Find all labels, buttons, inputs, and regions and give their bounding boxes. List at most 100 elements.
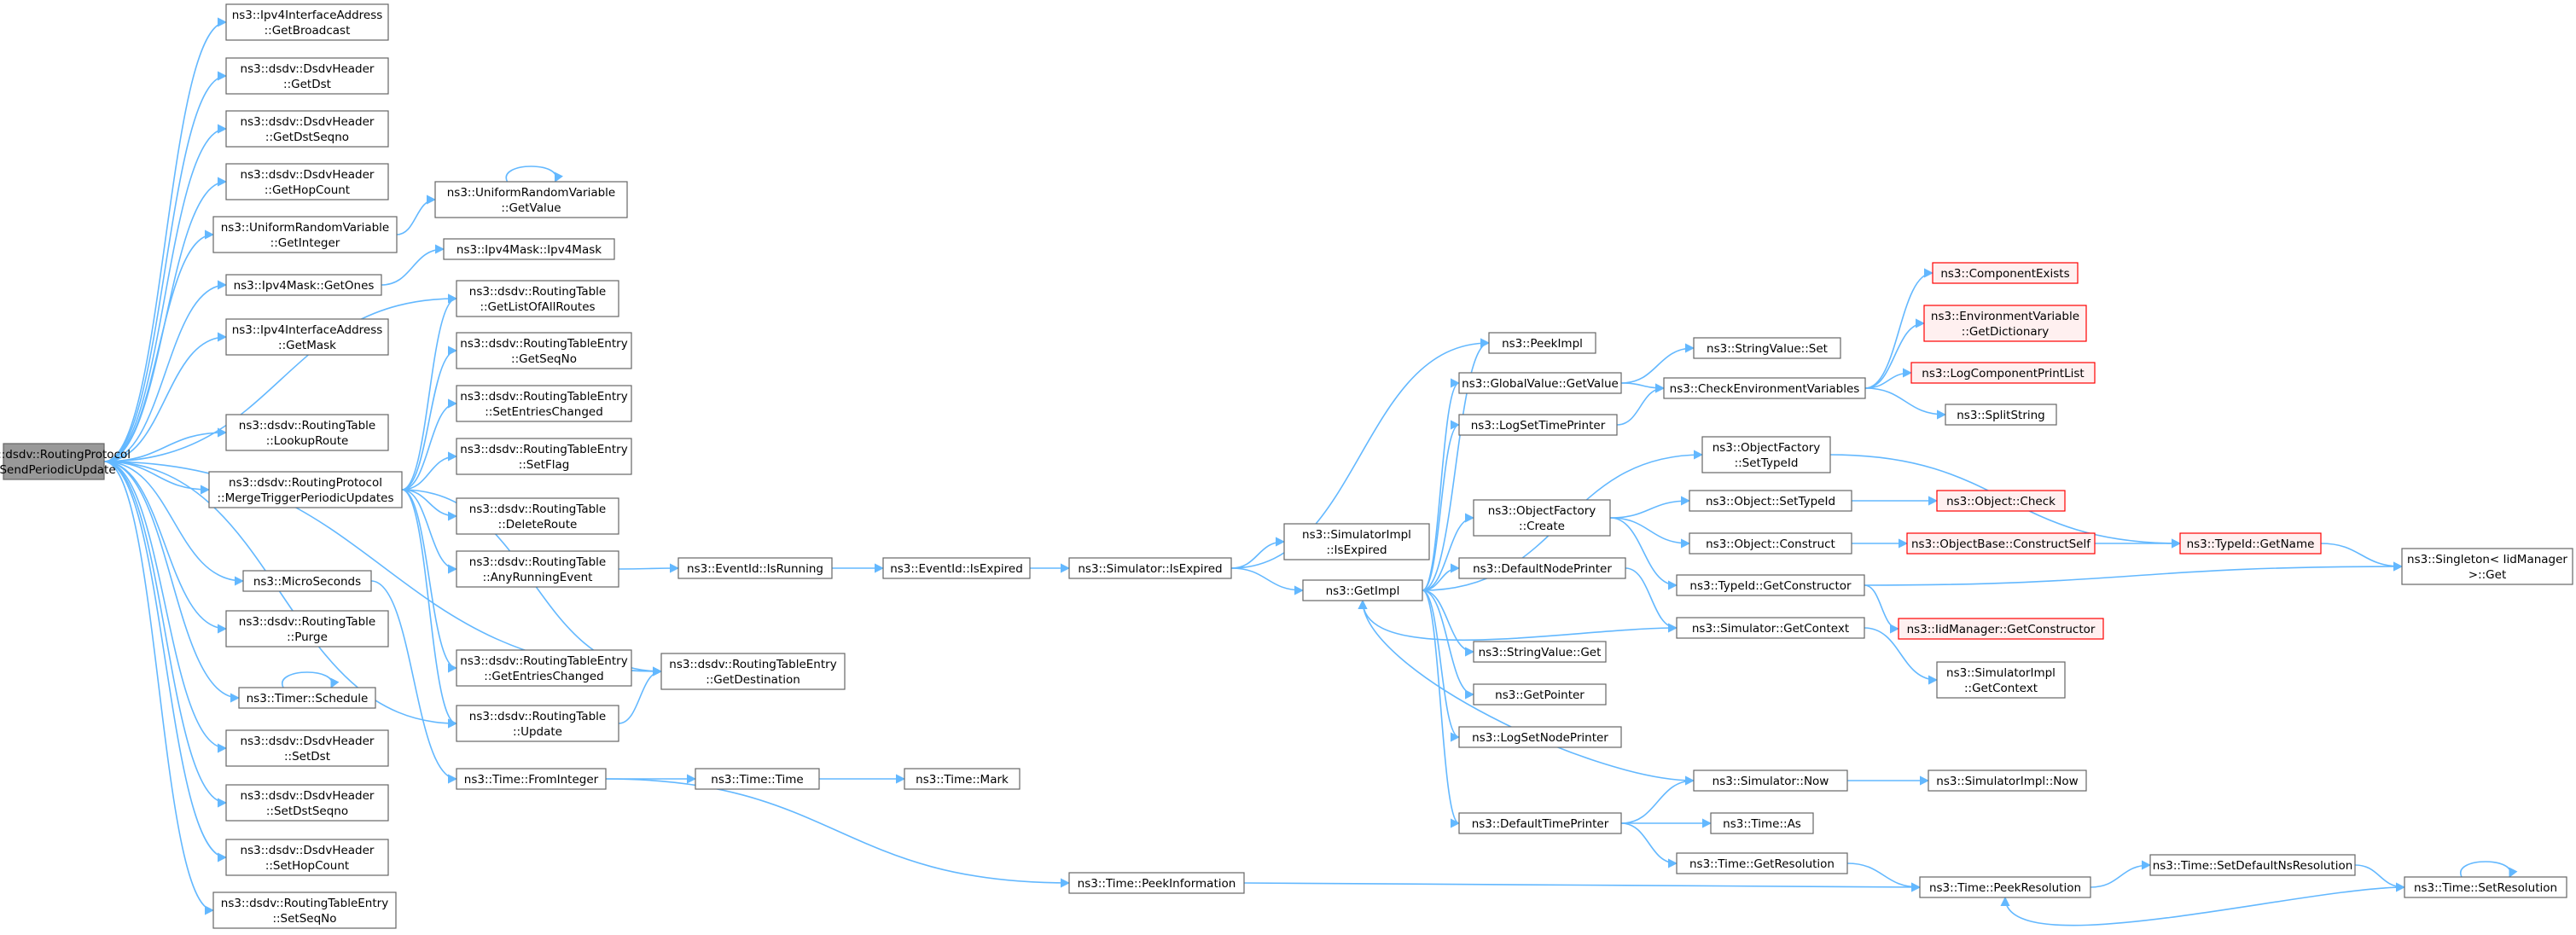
function-node-sim-now[interactable]: ns3::Simulator::Now xyxy=(1693,769,1848,792)
node-label: ns3::dsdv::RoutingTable xyxy=(469,502,606,516)
node-label: ns3::dsdv::RoutingProtocol xyxy=(0,448,131,462)
function-node-getbroadcast[interactable]: ns3::Ipv4InterfaceAddress::GetBroadcast xyxy=(225,3,389,41)
function-node-setresolution[interactable]: ns3::Time::SetResolution xyxy=(2404,876,2567,898)
function-node-defaultnodeprinter[interactable]: ns3::DefaultNodePrinter xyxy=(1458,557,1626,579)
function-node-sethopcount[interactable]: ns3::dsdv::DsdvHeader::SetHopCount xyxy=(225,839,389,876)
function-node-rt-update[interactable]: ns3::dsdv::RoutingTable::Update xyxy=(456,705,619,742)
function-node-getimpl[interactable]: ns3::GetImpl xyxy=(1302,579,1423,601)
function-node-logcomponentprintlist[interactable]: ns3::LogComponentPrintList xyxy=(1910,362,2096,384)
function-node-peekresolution[interactable]: ns3::Time::PeekResolution xyxy=(1919,876,2091,898)
function-node-deleteroute[interactable]: ns3::dsdv::RoutingTable::DeleteRoute xyxy=(456,497,619,535)
function-node-of-settypeid[interactable]: ns3::ObjectFactory::SetTypeId xyxy=(1701,436,1831,473)
function-node-simimpl-isexpired[interactable]: ns3::SimulatorImpl::IsExpired xyxy=(1283,523,1430,560)
function-node-singleton-get[interactable]: ns3::Singleton< IidManager>::Get xyxy=(2401,548,2573,585)
function-node-getresolution[interactable]: ns3::Time::GetResolution xyxy=(1676,852,1848,874)
function-node-root[interactable]: ns3::dsdv::RoutingProtocol::SendPeriodic… xyxy=(0,443,131,480)
node-label: ns3::Time::SetDefaultNsResolution xyxy=(2153,859,2353,873)
node-box xyxy=(1689,532,1852,555)
function-node-peekimpl[interactable]: ns3::PeekImpl xyxy=(1488,332,1596,354)
node-label: ::GetDictionary xyxy=(1962,325,2049,339)
function-node-simimpl-now[interactable]: ns3::SimulatorImpl::Now xyxy=(1928,769,2087,792)
function-node-peekinfo[interactable]: ns3::Time::PeekInformation xyxy=(1068,872,1245,894)
function-node-sim-isexpired[interactable]: ns3::Simulator::IsExpired xyxy=(1068,557,1232,579)
function-node-getmask[interactable]: ns3::Ipv4InterfaceAddress::GetMask xyxy=(225,318,389,356)
function-node-simimpl-getcontext[interactable]: ns3::SimulatorImpl::GetContext xyxy=(1936,661,2066,699)
node-label: ns3::GetPointer xyxy=(1495,688,1585,702)
function-node-sv-set[interactable]: ns3::StringValue::Set xyxy=(1693,337,1841,359)
function-node-getinteger[interactable]: ns3::UniformRandomVariable::GetInteger xyxy=(212,216,398,253)
function-node-obj-construct[interactable]: ns3::Object::Construct xyxy=(1689,532,1852,555)
function-node-gethopcount[interactable]: ns3::dsdv::DsdvHeader::GetHopCount xyxy=(225,163,389,200)
node-box xyxy=(695,768,820,790)
node-label: ns3::SplitString xyxy=(1957,409,2045,422)
node-box xyxy=(1458,812,1622,834)
function-node-getlistofallroutes[interactable]: ns3::dsdv::RoutingTable::GetListOfAllRou… xyxy=(456,280,619,317)
function-node-logsettimeprinter[interactable]: ns3::LogSetTimePrinter xyxy=(1458,414,1618,436)
function-node-of-create[interactable]: ns3::ObjectFactory::Create xyxy=(1473,499,1611,537)
function-node-purge[interactable]: ns3::dsdv::RoutingTable::Purge xyxy=(225,610,389,648)
function-node-tid-getconstructor[interactable]: ns3::TypeId::GetConstructor xyxy=(1676,574,1865,596)
function-node-obj-check[interactable]: ns3::Object::Check xyxy=(1936,490,2066,512)
function-node-setdst[interactable]: ns3::dsdv::DsdvHeader::SetDst xyxy=(225,729,389,767)
function-node-lookuproute[interactable]: ns3::dsdv::RoutingTable::LookupRoute xyxy=(225,414,389,451)
function-node-rte-getentrieschanged[interactable]: ns3::dsdv::RoutingTableEntry::GetEntries… xyxy=(456,649,632,687)
function-node-obj-settypeid[interactable]: ns3::Object::SetTypeId xyxy=(1689,490,1852,512)
function-node-isrunning[interactable]: ns3::EventId::IsRunning xyxy=(677,557,833,579)
node-label: ns3::GlobalValue::GetValue xyxy=(1462,377,1619,391)
function-node-objbase-constructself[interactable]: ns3::ObjectBase::ConstructSelf xyxy=(1906,532,2096,555)
function-node-rte-getseqno[interactable]: ns3::dsdv::RoutingTableEntry::GetSeqNo xyxy=(456,332,632,369)
function-node-eid-isexpired[interactable]: ns3::EventId::IsExpired xyxy=(882,557,1031,579)
function-node-iidmanager-getconstructor[interactable]: ns3::IidManager::GetConstructor xyxy=(1898,618,2104,640)
function-node-fromint[interactable]: ns3::Time::FromInteger xyxy=(456,768,607,790)
call-edge xyxy=(1358,599,1695,781)
function-node-time-as[interactable]: ns3::Time::As xyxy=(1710,812,1814,834)
function-node-getdst[interactable]: ns3::dsdv::DsdvHeader::GetDst xyxy=(225,57,389,95)
function-node-sv-get[interactable]: ns3::StringValue::Get xyxy=(1473,641,1607,663)
function-node-envvar-getdict[interactable]: ns3::EnvironmentVariable::GetDictionary xyxy=(1923,305,2087,342)
node-label: ns3::dsdv::DsdvHeader xyxy=(241,735,375,748)
function-node-logsetnodeprinter[interactable]: ns3::LogSetNodePrinter xyxy=(1458,726,1622,748)
function-node-rte-setentrieschanged[interactable]: ns3::dsdv::RoutingTableEntry::SetEntries… xyxy=(456,385,632,422)
node-box xyxy=(225,784,389,822)
function-node-merge[interactable]: ns3::dsdv::RoutingProtocol::MergeTrigger… xyxy=(208,471,403,508)
call-edge xyxy=(1864,627,1939,685)
function-node-setdstseqno[interactable]: ns3::dsdv::DsdvHeader::SetDstSeqno xyxy=(225,784,389,822)
node-label: ::SetTypeId xyxy=(1735,456,1799,470)
call-edge xyxy=(1422,563,1461,591)
node-label: ns3::dsdv::RoutingTable xyxy=(239,419,375,433)
function-node-tid-getname[interactable]: ns3::TypeId::GetName xyxy=(2179,532,2322,555)
function-node-rte-setflag[interactable]: ns3::dsdv::RoutingTableEntry::SetFlag xyxy=(456,438,632,475)
function-node-anyrunningevent[interactable]: ns3::dsdv::RoutingTable::AnyRunningEvent xyxy=(456,550,619,588)
node-label: ns3::ObjectBase::ConstructSelf xyxy=(1911,537,2091,551)
function-node-checkenv[interactable]: ns3::CheckEnvironmentVariables xyxy=(1663,377,1866,399)
function-node-urv-getvalue[interactable]: ns3::UniformRandomVariable::GetValue xyxy=(434,181,628,218)
function-node-time-time[interactable]: ns3::Time::Time xyxy=(695,768,820,790)
node-box xyxy=(1693,337,1841,359)
function-node-sim-getcontext[interactable]: ns3::Simulator::GetContext xyxy=(1676,617,1865,639)
function-node-getdstseqno[interactable]: ns3::dsdv::DsdvHeader::GetDstSeqno xyxy=(225,110,389,148)
node-label: ns3::LogSetTimePrinter xyxy=(1471,419,1606,433)
node-box xyxy=(1283,523,1430,560)
function-node-setseqno[interactable]: ns3::dsdv::RoutingTableEntry::SetSeqNo xyxy=(212,891,397,929)
function-node-schedule[interactable]: ns3::Timer::Schedule xyxy=(238,687,376,709)
node-label: ns3::Ipv4Mask::GetOnes xyxy=(234,279,375,293)
function-node-microseconds[interactable]: ns3::MicroSeconds xyxy=(242,570,372,592)
function-node-ipv4mask[interactable]: ns3::Ipv4Mask::Ipv4Mask xyxy=(443,238,615,260)
function-node-gv-getvalue[interactable]: ns3::GlobalValue::GetValue xyxy=(1458,372,1622,394)
call-edges xyxy=(103,17,2518,926)
function-node-splitstring[interactable]: ns3::SplitString xyxy=(1945,404,2057,426)
node-label: ns3::ObjectFactory xyxy=(1712,441,1821,455)
call-edge xyxy=(618,563,680,573)
node-label: ns3::dsdv::RoutingTable xyxy=(239,615,375,629)
function-node-getpointer[interactable]: ns3::GetPointer xyxy=(1473,683,1607,706)
node-box xyxy=(456,768,607,790)
call-edge xyxy=(103,461,228,753)
function-node-componentexists[interactable]: ns3::ComponentExists xyxy=(1932,262,2079,284)
function-node-rte-getdestination[interactable]: ns3::dsdv::RoutingTableEntry::GetDestina… xyxy=(660,653,846,690)
function-node-setdefaultnsres[interactable]: ns3::Time::SetDefaultNsResolution xyxy=(2149,854,2356,876)
function-node-getones[interactable]: ns3::Ipv4Mask::GetOnes xyxy=(225,274,382,296)
node-box xyxy=(456,385,632,422)
node-box xyxy=(1473,499,1611,537)
function-node-time-mark[interactable]: ns3::Time::Mark xyxy=(904,768,1021,790)
function-node-defaulttimeprinter[interactable]: ns3::DefaultTimePrinter xyxy=(1458,812,1622,834)
